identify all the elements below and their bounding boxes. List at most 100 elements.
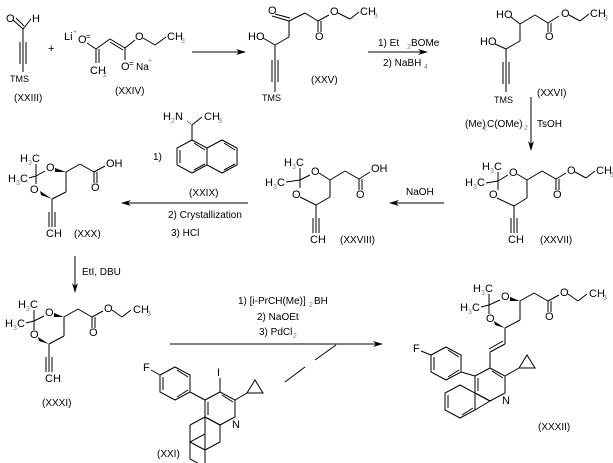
atom-ch2: CH: [90, 65, 106, 77]
atom-tms: TMS: [10, 74, 29, 84]
svg-text:3: 3: [28, 160, 32, 167]
svg-text:3: 3: [218, 118, 222, 125]
atom-o: O: [268, 5, 277, 17]
svg-text:H: H: [8, 173, 16, 185]
atom-na: Na: [136, 62, 149, 73]
svg-text:3: 3: [603, 295, 607, 302]
svg-text:3: 3: [16, 180, 20, 187]
svg-text:H: H: [482, 161, 490, 173]
atom-o: O: [45, 307, 54, 319]
svg-text:C: C: [32, 153, 40, 165]
svg-text:H: H: [284, 157, 292, 169]
compound-label: (XXVIII): [340, 235, 375, 246]
atom-o: O: [311, 166, 320, 178]
svg-text:2: 2: [407, 44, 411, 51]
compound-label: (XXXII): [538, 422, 570, 433]
atom-o: O: [6, 13, 15, 25]
svg-text:CH: CH: [590, 8, 606, 20]
svg-text:+: +: [73, 29, 77, 36]
atom-oh: OH: [106, 158, 123, 170]
svg-text:3: 3: [13, 325, 17, 332]
svg-text:3: 3: [610, 172, 613, 179]
atom-oh: OH: [371, 163, 388, 175]
svg-text:C: C: [20, 173, 28, 185]
compound-xxvii: H 3 C H 3 C O O O O CH 3 CH (XXVII): [465, 161, 613, 246]
atom-o: O: [121, 61, 130, 73]
reagent-connector: [314, 344, 337, 361]
compound-label: (XXXI): [42, 398, 71, 409]
svg-text:3: 3: [147, 311, 151, 318]
atom-i: I: [217, 367, 220, 379]
svg-text:CH: CH: [360, 6, 376, 18]
compound-label: (XXIX): [189, 188, 218, 199]
svg-text:C: C: [494, 161, 502, 173]
atom-n: N: [175, 111, 183, 123]
svg-text:3: 3: [374, 13, 378, 20]
compound-xxi: F I N (XXI): [143, 362, 264, 463]
svg-text:2) NaBH: 2) NaBH: [383, 58, 421, 69]
atom-o: O: [560, 287, 569, 299]
svg-text:3: 3: [181, 38, 185, 45]
svg-text:(Me): (Me): [465, 119, 486, 130]
svg-text:2: 2: [309, 302, 313, 309]
atom-f: F: [413, 343, 420, 355]
svg-text:C: C: [477, 177, 485, 189]
atom-o: O: [292, 189, 301, 201]
atom-ho: HO: [480, 36, 497, 48]
svg-text:CH: CH: [133, 304, 149, 316]
svg-text:=: =: [129, 59, 134, 68]
svg-text:1) Et: 1) Et: [378, 38, 399, 49]
svg-text:C: C: [30, 299, 38, 311]
svg-text:BOMe: BOMe: [411, 38, 440, 49]
svg-text:C: C: [17, 318, 25, 330]
compound-xxviii: H 3 C H 3 C O O O OH CH (XXVIII): [265, 157, 388, 246]
conditions-r2: 1) Et 2 BOMe 2) NaBH 4: [378, 38, 440, 71]
svg-text:4: 4: [424, 64, 428, 71]
svg-text:H: H: [163, 111, 171, 123]
atom-o: O: [30, 184, 39, 196]
svg-text:CH: CH: [310, 234, 326, 246]
plus-sign: +: [48, 43, 54, 55]
svg-text:CH: CH: [204, 111, 220, 123]
atom-o: O: [46, 162, 55, 174]
svg-text:=: =: [86, 32, 91, 41]
atom-o: O: [104, 303, 113, 315]
svg-text:H: H: [20, 153, 28, 165]
atom-h: H: [32, 13, 40, 25]
svg-text:2: 2: [103, 72, 107, 79]
atom-ho: HO: [496, 9, 513, 21]
conditions-r6: EtI, DBU: [82, 267, 121, 278]
atom-o: O: [89, 327, 98, 339]
compound-label: (XXVI): [537, 88, 566, 99]
svg-text:3: 3: [273, 184, 277, 191]
compound-label: (XXV): [311, 75, 338, 86]
atom-o: O: [545, 311, 554, 323]
compound-label: (XXIII): [14, 93, 42, 104]
conditions-r5: 1) 2) Crystallization 3) HCl: [153, 152, 242, 239]
svg-text:3: 3: [604, 15, 608, 22]
svg-text:2) NaOEt: 2) NaOEt: [257, 312, 299, 323]
compound-label: (XXIV): [115, 86, 144, 97]
compound-xxiii: O H TMS (XXIII): [6, 13, 42, 104]
atom-o: O: [489, 189, 498, 201]
svg-text:3: 3: [481, 290, 485, 297]
svg-text:H: H: [265, 177, 273, 189]
atom-o: O: [553, 189, 562, 201]
svg-text:C: C: [472, 302, 480, 314]
atom-li: Li: [64, 31, 73, 43]
atom-o: O: [501, 291, 510, 303]
compound-xxxii: H 3 C H 3 C O O O O CH 3 F: [413, 283, 607, 433]
svg-text:3: 3: [490, 168, 494, 175]
svg-text:3: 3: [473, 184, 477, 191]
compound-label: (XXX): [74, 229, 101, 240]
svg-text:H: H: [465, 177, 473, 189]
atom-n: N: [502, 395, 510, 407]
svg-text:BH: BH: [314, 296, 328, 307]
svg-text:2: 2: [171, 118, 175, 125]
compound-xxx: H 3 C H 3 C O O O OH CH (XXX): [8, 153, 123, 240]
svg-text:2: 2: [524, 125, 528, 132]
atom-o: O: [330, 6, 339, 18]
compound-label: (XXI): [157, 449, 180, 460]
svg-text:TsOH: TsOH: [537, 119, 562, 130]
